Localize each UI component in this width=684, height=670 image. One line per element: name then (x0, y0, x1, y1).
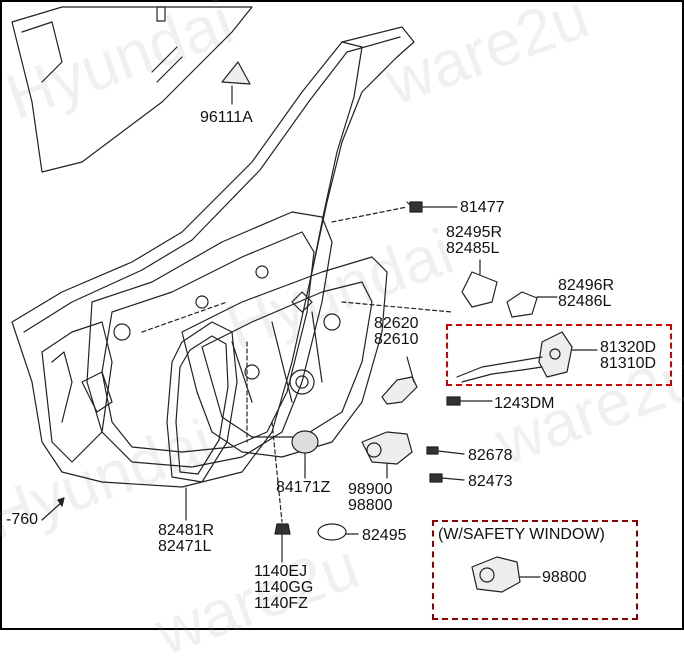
part-label-82485l[interactable]: 82485L (446, 240, 500, 257)
highlight-box (446, 324, 672, 386)
part-label-82473[interactable]: 82473 (468, 473, 513, 490)
part-label-1243dm[interactable]: 1243DM (494, 395, 555, 412)
part-label-81310d[interactable]: 81310D (600, 355, 657, 372)
part-label-82471l[interactable]: 82471L (158, 538, 212, 555)
part-label-1140ej[interactable]: 1140EJ (254, 563, 308, 580)
part-label-82486l[interactable]: 82486L (558, 293, 612, 310)
part-label-1140gg[interactable]: 1140GG (254, 579, 314, 596)
part-label-98800-safety[interactable]: 98800 (542, 569, 587, 586)
part-label-82610[interactable]: 82610 (374, 331, 419, 348)
part-label-81477[interactable]: 81477 (460, 199, 505, 216)
part-label-98900[interactable]: 98900 (348, 481, 393, 498)
part-label-82678[interactable]: 82678 (468, 447, 513, 464)
part-label-760[interactable]: -760 (6, 511, 39, 528)
safety-window-panel (432, 520, 638, 620)
part-label-84171z[interactable]: 84171Z (276, 479, 331, 496)
part-label-82481r[interactable]: 82481R (158, 522, 215, 539)
part-label-82495r[interactable]: 82495R (446, 224, 503, 241)
safety-window-title: (W/SAFETY WINDOW) (438, 526, 605, 543)
part-label-1140fz[interactable]: 1140FZ (254, 595, 308, 612)
part-label-82496r[interactable]: 82496R (558, 277, 615, 294)
part-label-98800[interactable]: 98800 (348, 497, 393, 514)
part-label-81320d[interactable]: 81320D (600, 339, 657, 356)
part-label-96111a[interactable]: 96111A (200, 109, 253, 126)
door-line-art (11, 6, 598, 593)
part-label-82620[interactable]: 82620 (374, 315, 419, 332)
part-label-82495[interactable]: 82495 (362, 527, 407, 544)
